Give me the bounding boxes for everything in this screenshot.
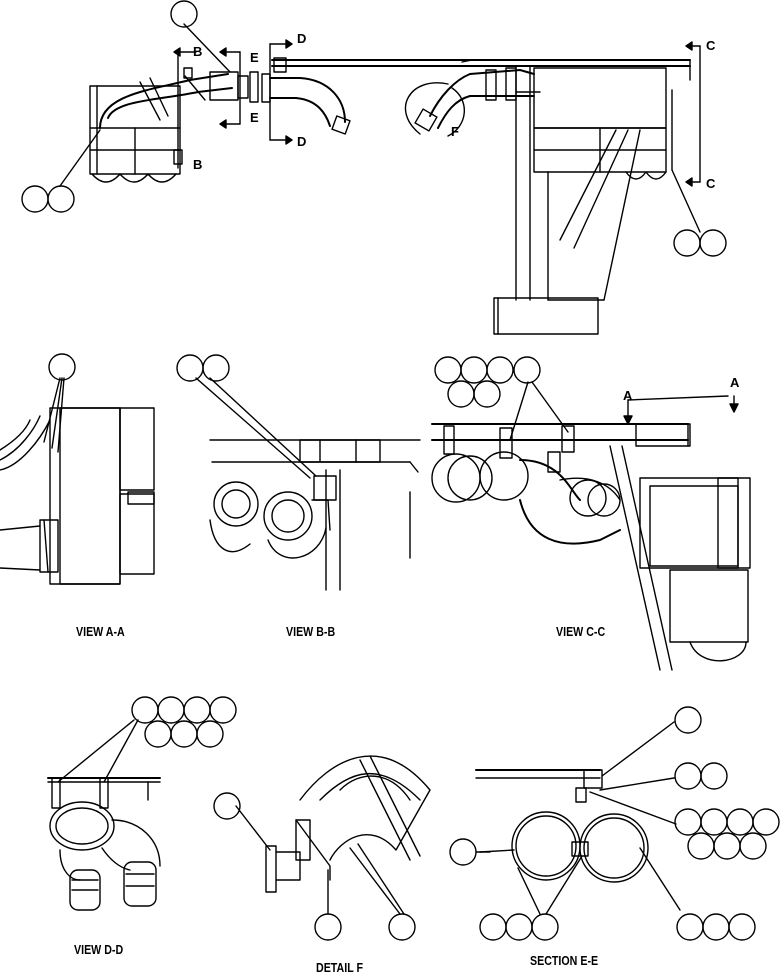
section-mark-a-left: A	[623, 388, 633, 403]
callout-bubble	[713, 832, 741, 860]
caption-view-dd: VIEW D-D	[74, 942, 124, 957]
callout-bubble	[47, 185, 75, 213]
callout-bubble	[131, 696, 159, 724]
callout-bubble	[479, 913, 507, 941]
callout-bubble	[449, 838, 477, 866]
callout-bubble	[157, 696, 185, 724]
section-mark-a-right: A	[730, 375, 740, 390]
caption-detail-f: DETAIL F	[316, 960, 363, 975]
callout-bubble	[486, 356, 514, 384]
callout-bubble	[388, 913, 416, 941]
callout-bubble	[674, 706, 702, 734]
view-cc-drawing	[431, 381, 751, 671]
view-bb-drawing	[195, 377, 421, 591]
callout-bubble	[676, 913, 704, 941]
callout-bubble	[314, 913, 342, 941]
section-mark-b-bottom: B	[193, 157, 203, 172]
callout-bubble	[183, 696, 211, 724]
callout-bubble	[726, 808, 754, 836]
detail-f-drawing	[235, 755, 431, 915]
section-mark-e-bottom: E	[250, 110, 259, 125]
detail-mark-f: F	[451, 124, 459, 139]
caption-view-bb: VIEW B-B	[286, 624, 336, 639]
callout-bubble	[700, 808, 728, 836]
section-mark-c-top: C	[706, 38, 716, 53]
callout-bubble	[460, 356, 488, 384]
callout-bubble	[674, 808, 702, 836]
section-ee-drawing	[475, 721, 681, 915]
callout-bubble	[702, 913, 730, 941]
view-aa-drawing	[0, 377, 155, 585]
callout-bubbles	[21, 0, 780, 941]
callout-bubble	[674, 762, 702, 790]
view-dd-drawing	[47, 719, 161, 911]
callout-bubble	[144, 720, 172, 748]
section-mark-e-top: E	[250, 50, 259, 65]
caption-view-cc: VIEW C-C	[556, 624, 606, 639]
callout-bubble	[531, 913, 559, 941]
callout-bubble	[728, 913, 756, 941]
section-mark-c-bottom: C	[706, 176, 716, 191]
callout-bubble	[434, 356, 462, 384]
callout-bubble	[21, 185, 49, 213]
section-mark-d-top: D	[297, 31, 307, 46]
callout-bubble	[752, 808, 780, 836]
callout-bubble	[213, 792, 241, 820]
callout-bubble	[513, 356, 541, 384]
callout-bubble	[209, 696, 237, 724]
caption-view-aa: VIEW A-A	[76, 624, 125, 639]
callout-bubble	[505, 913, 533, 941]
section-mark-b-top: B	[193, 44, 203, 59]
callout-bubble	[447, 380, 475, 408]
callout-bubble	[202, 354, 230, 382]
callout-bubble	[170, 0, 198, 28]
callout-bubble	[170, 720, 198, 748]
callout-bubble	[196, 720, 224, 748]
callout-bubble	[176, 354, 204, 382]
callout-bubble	[673, 229, 701, 257]
caption-section-ee: SECTION E-E	[530, 953, 599, 968]
callout-bubble	[700, 762, 728, 790]
callout-bubble	[687, 832, 715, 860]
section-mark-d-bottom: D	[297, 134, 307, 149]
callout-bubble	[739, 832, 767, 860]
main-assembly	[59, 23, 701, 335]
callout-bubble	[699, 229, 727, 257]
callout-bubble	[473, 380, 501, 408]
callout-bubble	[48, 353, 76, 381]
